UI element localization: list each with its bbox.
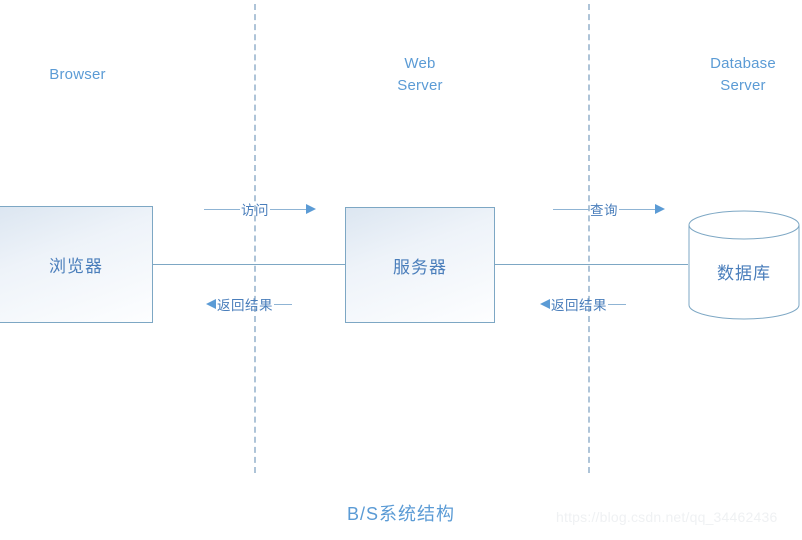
message-access-stem bbox=[204, 208, 240, 210]
arrow-left-icon bbox=[206, 299, 216, 309]
diagram-caption: B/S系统结构 bbox=[346, 504, 455, 524]
message-return-result-1: 返回结果 bbox=[206, 293, 292, 315]
message-access-stem-right bbox=[270, 208, 306, 210]
node-database-label: 数据库 bbox=[717, 264, 771, 283]
arrow-right-icon bbox=[306, 204, 316, 214]
node-browser[interactable]: 浏览器 bbox=[0, 206, 153, 323]
lane-label-database-server: Database Server bbox=[710, 55, 776, 94]
message-return-result-2: 返回结果 bbox=[540, 293, 626, 315]
message-access: 访问 bbox=[204, 198, 316, 220]
node-server[interactable]: 服务器 bbox=[345, 207, 495, 323]
lane-divider-left bbox=[254, 4, 256, 473]
lane-label-browser: Browser bbox=[49, 66, 106, 83]
lane-label-web-server: Web Server bbox=[397, 55, 443, 94]
arrow-right-icon bbox=[655, 204, 665, 214]
node-browser-label: 浏览器 bbox=[49, 257, 103, 276]
message-query-label: 查询 bbox=[590, 203, 618, 218]
connector-browser-server bbox=[151, 264, 346, 265]
message-query: 查询 bbox=[553, 198, 665, 220]
message-query-stem bbox=[553, 208, 589, 210]
connector-server-database bbox=[494, 264, 688, 265]
node-server-label: 服务器 bbox=[393, 257, 447, 277]
message-return-result-2-label: 返回结果 bbox=[551, 298, 607, 313]
lane-divider-right bbox=[588, 4, 590, 473]
message-return-result-1-label: 返回结果 bbox=[217, 298, 273, 313]
message-return-result-1-stem bbox=[274, 303, 292, 305]
message-return-result-2-stem bbox=[608, 303, 626, 305]
watermark: https://blog.csdn.net/qq_34462436 bbox=[556, 509, 778, 525]
arrow-left-icon bbox=[540, 299, 550, 309]
message-access-label: 访问 bbox=[241, 203, 269, 218]
cylinder-icon bbox=[688, 210, 800, 320]
node-database[interactable]: 数据库 bbox=[687, 209, 801, 321]
message-query-stem-right bbox=[619, 208, 655, 210]
